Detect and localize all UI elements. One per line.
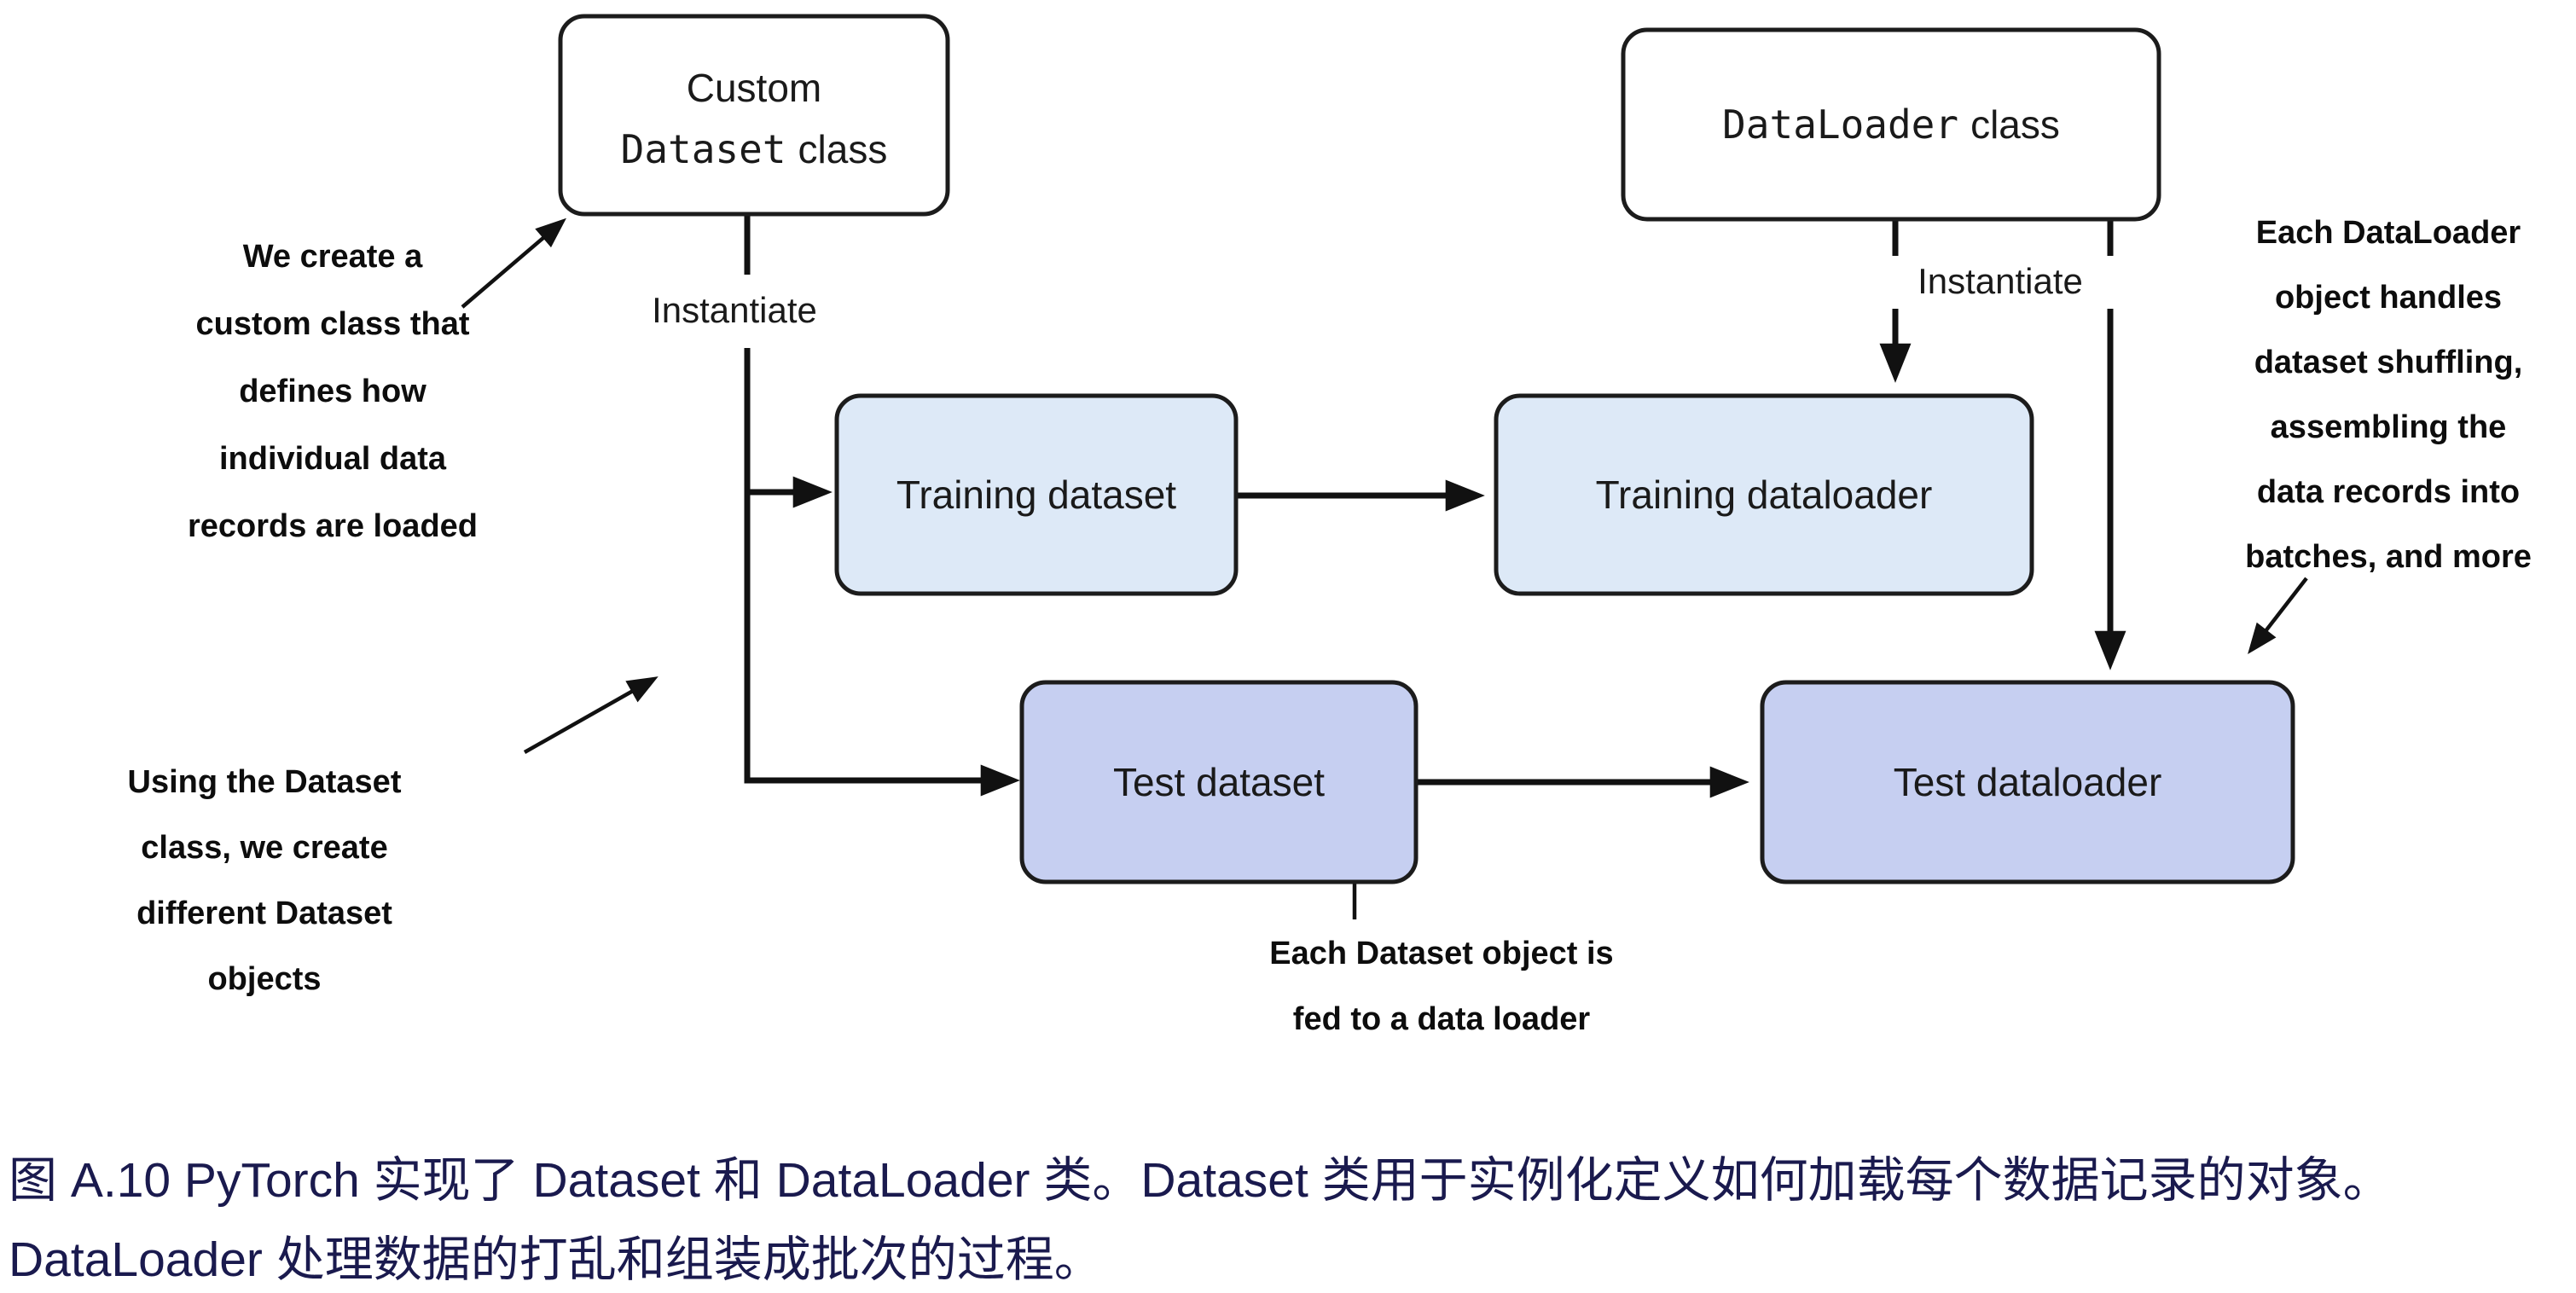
dataloader-class-box xyxy=(1621,27,2161,222)
instantiate-label-left: Instantiate xyxy=(652,290,817,330)
annotation-dataloader-handles: Each DataLoader object handles dataset s… xyxy=(2245,215,2532,575)
figure-caption-line2: DataLoader 处理数据的打乱和组装成批次的过程。 xyxy=(9,1232,1103,1287)
test-dataset-box-label: Test dataset xyxy=(1113,760,1325,804)
annotation-dataloader-handles-line6: batches, and more xyxy=(2245,539,2532,575)
test-dataloader-box-label: Test dataloader xyxy=(1894,760,2162,804)
annotation-create-custom-line1: We create a xyxy=(243,239,423,275)
annotation-create-custom-line2: custom class that xyxy=(196,306,470,342)
annotation-dataloader-handles-line5: data records into xyxy=(2257,474,2520,510)
connectors xyxy=(744,216,2126,798)
create-custom-annotation-arrow xyxy=(461,217,567,309)
annotation-create-custom-line3: defines how xyxy=(239,374,426,409)
annotation-create-custom: We create a custom class that defines ho… xyxy=(188,239,478,544)
figure-caption: 图 A.10 PyTorch 实现了 Dataset 和 DataLoader … xyxy=(9,1141,2567,1293)
training-dataloader-box-label: Training dataloader xyxy=(1596,473,1933,517)
training-dataset-box-label: Training dataset xyxy=(896,473,1176,517)
annotation-fed-to-loader-line2: fed to a data loader xyxy=(1293,1001,1591,1037)
annotation-using-dataset: Using the Dataset class, we create diffe… xyxy=(128,764,402,997)
training-dataset-box xyxy=(834,393,1239,596)
annotation-fed-to-loader-line1: Each Dataset object is xyxy=(1269,936,1613,971)
dataloader-handles-annotation-arrow xyxy=(2248,577,2308,655)
annotation-create-custom-line5: records are loaded xyxy=(188,508,478,544)
annotation-using-dataset-line4: objects xyxy=(207,961,321,997)
training-dataloader-box xyxy=(1494,393,2034,596)
annotation-dataloader-handles-line3: dataset shuffling, xyxy=(2254,345,2523,380)
annotation-using-dataset-line1: Using the Dataset xyxy=(128,764,402,800)
annotation-using-dataset-line3: different Dataset xyxy=(136,896,392,931)
annotation-create-custom-line4: individual data xyxy=(219,441,447,477)
nodes xyxy=(558,14,2295,884)
annotation-dataloader-handles-line1: Each DataLoader xyxy=(2256,215,2521,251)
figure-caption-line1: 图 A.10 PyTorch 实现了 Dataset 和 DataLoader … xyxy=(9,1153,2392,1208)
test-dataloader-box xyxy=(1760,680,2295,884)
instantiate-label-right: Instantiate xyxy=(1917,261,2083,301)
annotation-fed-to-loader: Each Dataset object is fed to a data loa… xyxy=(1269,936,1613,1037)
custom-dataset-box-label-line1: Custom xyxy=(687,66,821,110)
test-dataset-box xyxy=(1019,680,1419,884)
annotation-arrows xyxy=(461,217,2308,919)
annotation-using-dataset-line2: class, we create xyxy=(141,830,387,866)
annotation-dataloader-handles-line2: object handles xyxy=(2275,280,2502,316)
annotation-dataloader-handles-line4: assembling the xyxy=(2271,409,2507,445)
custom-dataset-class-box xyxy=(558,14,950,217)
using-dataset-annotation-arrow xyxy=(523,676,659,754)
